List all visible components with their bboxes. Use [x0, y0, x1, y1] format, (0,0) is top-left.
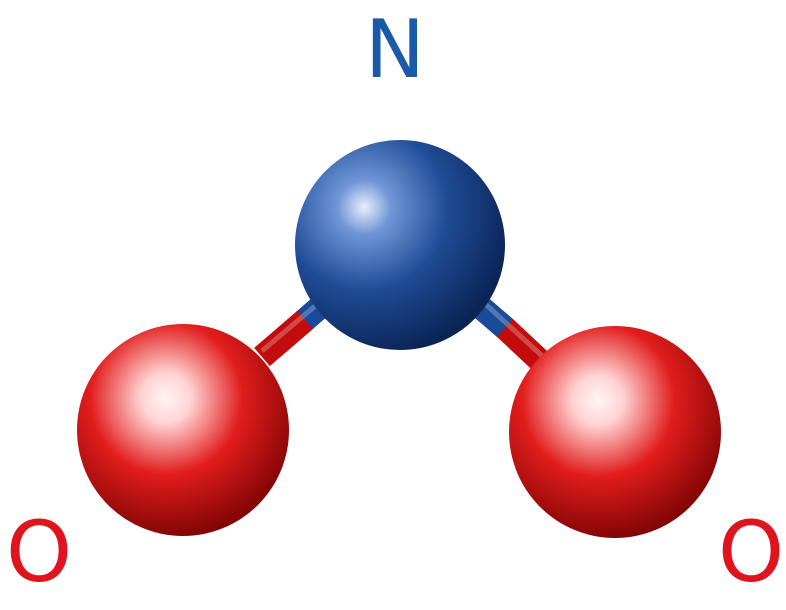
oxygen-left-label: O	[6, 503, 73, 601]
nitrogen-sphere	[295, 140, 505, 350]
oxygen-left-sphere	[77, 324, 289, 536]
oxygen-right-sphere	[509, 326, 721, 538]
bond-left-oxygen-half	[254, 310, 313, 367]
nitrogen-label: N	[365, 3, 425, 96]
oxygen-right-label: O	[718, 503, 785, 601]
